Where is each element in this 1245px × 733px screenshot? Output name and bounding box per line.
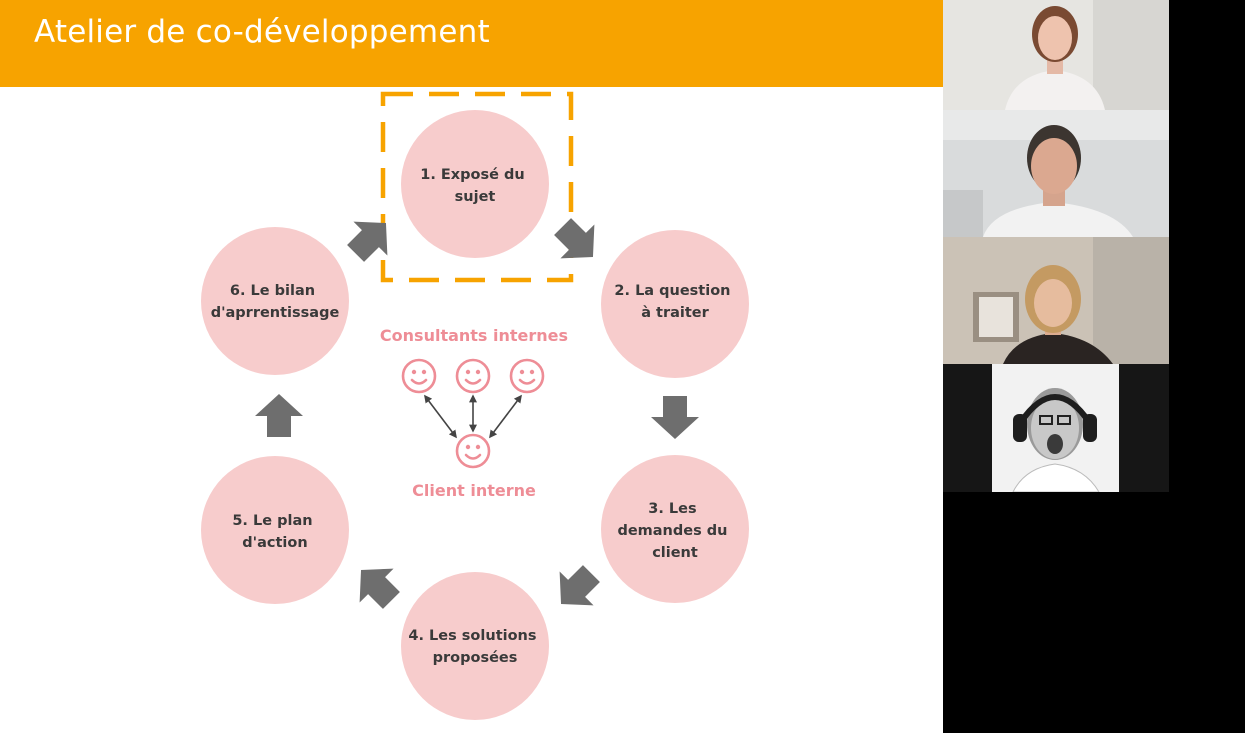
step-label: client [652, 545, 698, 561]
step-6: 6. Le bilan d'aprrentissage [201, 227, 349, 375]
participant-video-strip [943, 0, 1169, 492]
arrow-icon [347, 221, 388, 262]
svg-text:4. Les solutions propo: 4. Les solutions proposées [408, 628, 541, 666]
arrow-icon [359, 568, 400, 609]
participant-video-tile[interactable] [943, 0, 1169, 110]
client-smiley-icon [455, 433, 491, 469]
participant-video-icon [943, 237, 1169, 364]
participant-video-tile[interactable] [943, 364, 1169, 492]
arrow-icon [651, 396, 699, 439]
participant-video-tile[interactable] [943, 110, 1169, 237]
arrow-icon [255, 394, 303, 437]
svg-text:3. Les demandes du: 3. Les demandes du client [617, 501, 732, 561]
client-label: Client interne [412, 481, 536, 500]
participant-video-icon [943, 364, 1169, 492]
co-development-cycle-diagram: 1. Exposé du sujet 2. La question à trai… [201, 91, 749, 720]
svg-text:6. Le bilan d'aprrenti: 6. Le bilan d'aprrentissage [211, 283, 340, 321]
consultant-smiley-icon [401, 358, 437, 394]
consultant-smiley-icon [455, 358, 491, 394]
presentation-slide: Atelier de co-développement 1. Exposé du… [0, 0, 943, 733]
step-label: d'action [242, 535, 307, 551]
consultants-label: Consultants internes [380, 326, 568, 345]
svg-text:1. Exposé du sujet: 1. Exposé du sujet [420, 167, 530, 205]
step-label: 6. Le bilan [230, 283, 315, 299]
step-label: proposées [433, 650, 518, 666]
link-arrow-icon [424, 394, 457, 439]
step-label: d'aprrentissage [211, 305, 340, 321]
step-label: 2. La question [614, 283, 730, 299]
link-arrow-icon [489, 394, 522, 439]
step-label: sujet [455, 189, 496, 205]
participant-video-icon [943, 110, 1169, 237]
step-4: 4. Les solutions proposées [401, 572, 549, 720]
arrow-icon [554, 218, 595, 259]
slide-title: Atelier de co-développement [34, 14, 490, 50]
consultant-smiley-icon [509, 358, 545, 394]
slide-header: Atelier de co-développement [0, 0, 943, 87]
step-label: demandes du [617, 523, 727, 539]
participant-video-tile[interactable] [943, 237, 1169, 364]
step-label: 1. Exposé du [420, 167, 524, 183]
flow-arrows [255, 218, 699, 609]
step-3: 3. Les demandes du client [601, 455, 749, 603]
step-5: 5. Le plan d'action [201, 456, 349, 604]
svg-text:5. Le plan d'action: 5. Le plan d'action [232, 513, 317, 551]
arrow-icon [559, 565, 600, 606]
step-2: 2. La question à traiter [601, 230, 749, 378]
step-1: 1. Exposé du sujet [401, 110, 549, 258]
step-label: à traiter [641, 305, 709, 321]
step-1-highlight-frame [380, 91, 574, 283]
step-label: 4. Les solutions [408, 628, 536, 644]
step-label: 5. Le plan [232, 513, 312, 529]
svg-text:2. La question à trait: 2. La question à traiter [614, 283, 735, 321]
step-label: 3. Les [648, 501, 696, 517]
connection-arrows [424, 394, 522, 439]
participant-video-icon [943, 0, 1169, 110]
